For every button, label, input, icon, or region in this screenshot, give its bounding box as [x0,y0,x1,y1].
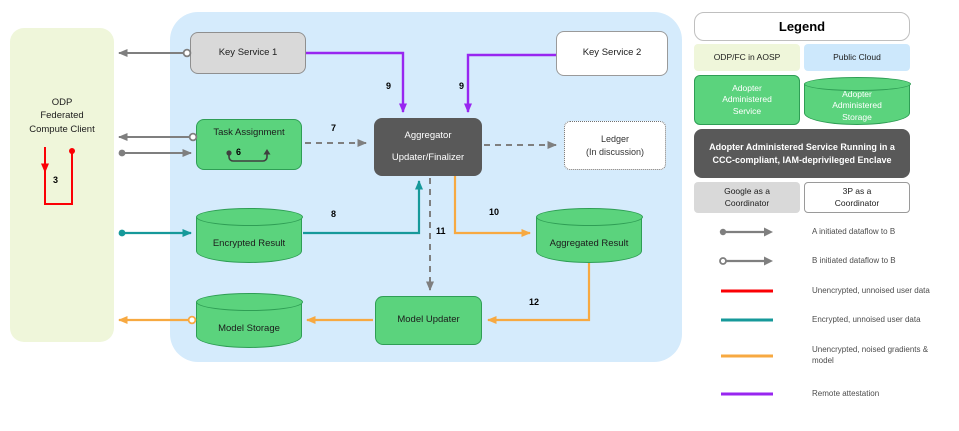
legend-google-coordinator: Google as a Coordinator [694,182,800,213]
node-key-service-1: Key Service 1 [190,32,306,74]
node-ledger: Ledger (In discussion) [564,121,666,170]
remote-attestation-label: Remote attestation [812,388,880,398]
legend-public-cloud-label: Public Cloud [833,51,881,62]
legend-enclave-label: Adopter Administered Service Running in … [709,142,895,165]
unencrypted-unnoised-label: Unencrypted, unnoised user data [812,285,930,295]
step-label-8: 8 [331,209,337,219]
a-initiated-arrow-icon [719,227,773,237]
legend-flow-a-initiated: A initiated dataflow to B [718,226,952,238]
legend-flow-encrypted-unnoised: Encrypted, unnoised user data [718,314,952,326]
legend-title-box: Legend [694,12,910,41]
legend-google-coordinator-label: Google as a Coordinator [724,186,770,208]
legend-adopter-service-label: Adopter Administered Service [722,82,772,116]
node-aggregator: Aggregator Updater/Finalizer [374,118,482,176]
node-task-assignment: Task Assignment [196,119,302,170]
aggregator-label-line1: Aggregator [404,129,452,141]
aggregated-result-label: Aggregated Result [549,238,629,250]
purple-line-icon [721,392,773,396]
encrypted-result-label: Encrypted Result [212,238,286,250]
a-initiated-label: A initiated dataflow to B [812,226,896,236]
orange-line-icon [721,354,773,358]
model-storage-label: Model Storage [218,323,280,335]
teal-line-icon [721,318,773,322]
legend-flow-remote-attestation: Remote attestation [718,388,952,400]
key-service-1-label: Key Service 1 [218,46,278,58]
odp-client-label: ODP Federated Compute Client [29,97,95,135]
step-label-7: 7 [331,123,337,133]
ledger-label: Ledger (In discussion) [585,134,645,157]
step-label-9-left: 9 [386,81,392,91]
legend-3p-coordinator-label: 3P as a Coordinator [834,186,880,208]
node-encrypted-result: Encrypted Result [195,208,303,263]
legend-adopter-service: Adopter Administered Service [694,75,800,125]
encrypted-unnoised-label: Encrypted, unnoised user data [812,314,921,324]
legend-title: Legend [778,19,826,34]
legend-adopter-storage-label: Adopter Administered Storage [832,89,882,122]
unencrypted-noised-label: Unencrypted, noised gradients & model [812,345,929,365]
legend-3p-coordinator: 3P as a Coordinator [804,182,910,213]
step-label-3: 3 [53,175,59,185]
b-initiated-arrow-icon [719,256,773,266]
task-assignment-label: Task Assignment [213,127,285,138]
legend-odp-fc-aosp: ODP/FC in AOSP [694,44,800,71]
step-label-12: 12 [529,297,540,307]
step-label-10: 10 [489,207,500,217]
b-initiated-label: B initiated dataflow to B [812,255,896,265]
legend-flow-unencrypted-unnoised: Unencrypted, unnoised user data [718,285,952,297]
step-label-9-right: 9 [459,81,465,91]
red-line-icon [721,289,773,293]
odp-client-box [10,28,114,342]
step-label-11: 11 [436,226,446,236]
legend-flow-b-initiated: B initiated dataflow to B [718,255,952,267]
legend-odp-fc-aosp-label: ODP/FC in AOSP [713,51,781,62]
legend-flow-unencrypted-noised: Unencrypted, noised gradients & model [718,345,952,367]
node-model-storage: Model Storage [195,293,303,348]
node-key-service-2: Key Service 2 [556,31,668,76]
legend-adopter-storage: Adopter Administered Storage [803,77,911,125]
self-loop-icon [226,149,271,162]
key-service-2-label: Key Service 2 [582,47,642,59]
legend-enclave: Adopter Administered Service Running in … [694,129,910,178]
model-updater-label: Model Updater [397,314,460,326]
node-model-updater: Model Updater [375,296,482,345]
legend-public-cloud: Public Cloud [804,44,910,71]
aggregator-label-line2: Updater/Finalizer [391,151,465,163]
node-aggregated-result: Aggregated Result [535,208,643,263]
step-label-6: 6 [236,147,242,157]
